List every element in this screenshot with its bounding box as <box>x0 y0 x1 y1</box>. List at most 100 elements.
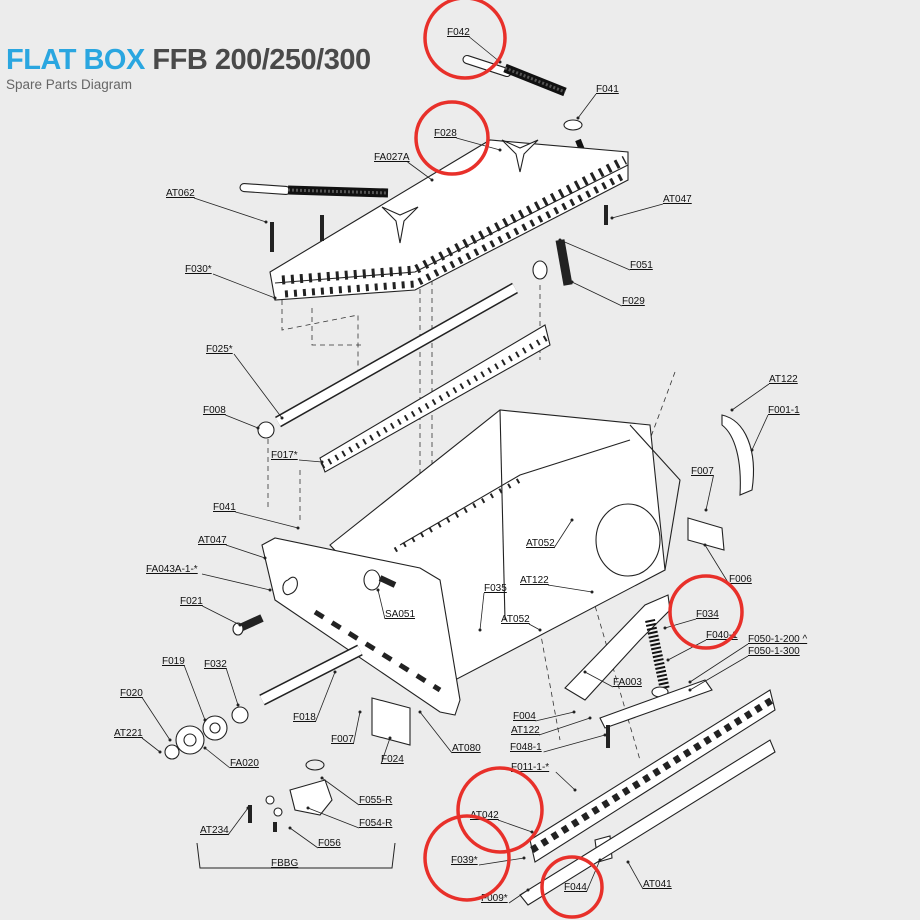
leader-at041 <box>627 861 644 890</box>
callout-f011-1: F011-1-* <box>511 762 549 773</box>
leader-end-dot <box>688 688 692 692</box>
leader-f048-1 <box>543 734 606 753</box>
callout-at042: AT042 <box>470 810 499 821</box>
leader-f050-200 <box>689 643 749 683</box>
leader-f019 <box>184 665 206 721</box>
callout-f050-200: F050-1-200 ^ <box>748 634 807 645</box>
callout-fa027a: FA027A <box>374 152 410 163</box>
leader-end-dot <box>626 860 630 864</box>
leader-f006 <box>704 544 730 585</box>
leader-end-dot <box>538 628 542 632</box>
leader-f040-1 <box>667 639 707 661</box>
leader-fa043a <box>201 573 271 591</box>
leader-end-dot <box>203 718 207 722</box>
leader-end-dot <box>583 670 587 674</box>
leader-end-dot <box>263 556 267 560</box>
callout-f051: F051 <box>630 260 653 271</box>
leader-end-dot <box>158 750 162 754</box>
leader-at080 <box>419 711 453 754</box>
callout-at122-top: AT122 <box>769 374 798 385</box>
wing-nut <box>501 139 539 173</box>
leader-f021 <box>202 605 241 626</box>
leader-end-dot <box>610 216 614 220</box>
leader-f054-r <box>307 807 360 829</box>
callout-f039: F039* <box>451 855 478 866</box>
diagram-title: FLAT BOX FFB 200/250/300 <box>6 44 371 77</box>
callout-f048-1: F048-1 <box>510 742 542 753</box>
leader-f011-1 <box>555 771 576 791</box>
callout-f025: F025* <box>206 344 233 355</box>
callout-f001-1: F001-1 <box>768 405 800 416</box>
highlight-circle-f034 <box>668 574 744 650</box>
clamp-ring <box>305 759 325 771</box>
leader-end-dot <box>688 680 692 684</box>
rod-part-inner <box>275 284 518 426</box>
leader-end-dot <box>576 116 580 120</box>
leader-end-dot <box>203 746 207 750</box>
callout-at052-mid: AT052 <box>526 538 555 549</box>
leader-f035 <box>479 592 485 631</box>
leader-end-dot <box>376 588 380 592</box>
callout-f006: F006 <box>729 574 752 585</box>
callout-at047-top: AT047 <box>663 194 692 205</box>
leader-end-dot <box>288 826 292 830</box>
leader-end-dot <box>750 448 754 452</box>
leader-f004 <box>535 711 575 722</box>
callout-fa020: FA020 <box>230 758 259 769</box>
callout-at122-low: AT122 <box>511 725 540 736</box>
leader-fa027a <box>407 161 433 181</box>
leader-f028 <box>456 137 501 151</box>
leader-f041-mid <box>235 511 299 529</box>
leader-at122-low <box>538 717 591 736</box>
leader-f042 <box>469 36 501 63</box>
leader-end-dot <box>704 508 708 512</box>
knob-sa051 <box>363 569 397 591</box>
leader-end-dot <box>572 710 576 714</box>
callout-f009: F009* <box>481 893 508 904</box>
leader-f032 <box>226 668 239 706</box>
leader-end-dot <box>358 710 362 714</box>
leader-end-dot <box>306 806 310 810</box>
top-plate-part <box>269 139 629 301</box>
callout-f040-1: F040-1 <box>706 630 738 641</box>
leader-f034 <box>664 618 697 629</box>
leader-at062 <box>193 197 267 223</box>
wing-nut <box>381 206 419 244</box>
leader-end-dot <box>296 526 300 530</box>
leader-f055-r <box>321 777 360 806</box>
leader-f051 <box>559 239 631 271</box>
callout-f030: F030* <box>185 264 212 275</box>
leader-f041-top <box>577 93 597 119</box>
leader-end-dot <box>730 408 734 412</box>
plate-part <box>687 517 725 551</box>
leader-end-dot <box>703 543 707 547</box>
diagram-subtitle: Spare Parts Diagram <box>6 77 133 92</box>
leader-f007-low <box>353 711 361 745</box>
leader-f001-1 <box>751 414 769 451</box>
highlight-circle-f044 <box>540 855 604 919</box>
leader-at221 <box>141 737 161 753</box>
leader-end-dot <box>333 670 337 674</box>
shaft-part-inner <box>259 645 363 705</box>
highlight-circle-at042 <box>456 766 544 854</box>
leader-end-dot <box>530 830 534 834</box>
callout-at080: AT080 <box>452 743 481 754</box>
model-name: FFB 200/250/300 <box>152 44 371 76</box>
leader-end-dot <box>603 733 607 737</box>
leader-end-dot <box>268 588 272 592</box>
callout-f021: F021 <box>180 596 203 607</box>
callout-f004: F004 <box>513 711 536 722</box>
bar-part <box>599 679 713 729</box>
callout-sa051: SA051 <box>385 609 415 620</box>
leader-f008 <box>225 414 259 429</box>
pin-head <box>232 622 244 636</box>
leader-f017 <box>298 459 323 463</box>
leader-f050-300 <box>689 655 749 691</box>
callout-at062: AT062 <box>166 188 195 199</box>
kit-bracket <box>196 842 396 869</box>
callout-fa043a: FA043A-1-* <box>146 564 198 575</box>
leader-at234 <box>227 807 249 836</box>
rail-part <box>529 689 776 863</box>
leader-end-dot <box>280 416 284 420</box>
